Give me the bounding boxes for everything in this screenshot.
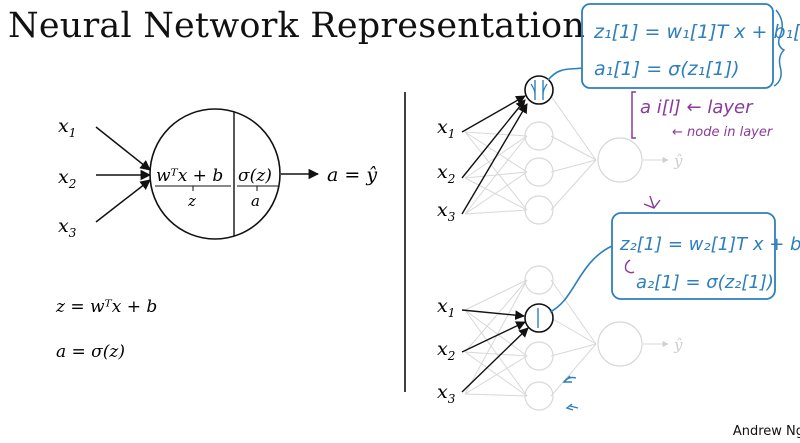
box1-brace — [773, 9, 786, 87]
network-bottom-faded-edges — [464, 279, 669, 397]
network-bottom-output: ŷ — [673, 336, 683, 354]
network-top-output: ŷ — [673, 152, 683, 170]
connector-bottom — [549, 245, 613, 313]
top-edge-x3 — [461, 103, 528, 215]
bottom-edge-x2 — [461, 321, 526, 353]
annotation-box-1 — [581, 3, 774, 89]
bottom-edge-x1 — [461, 309, 525, 321]
network-bottom: ŷ x1 x2 x3 — [437, 265, 683, 411]
neuron-input-x2: x2 — [58, 166, 76, 191]
box1-line2: a₁[1] = σ(z₁[1]) — [594, 58, 740, 80]
top-edge-x1 — [461, 95, 526, 133]
top-input-x3: x3 — [437, 199, 456, 224]
equation-z: z = wᵀx + b — [55, 297, 157, 317]
neuron-input-x3: x3 — [58, 215, 77, 240]
legend-tick-arrow — [643, 195, 661, 209]
neuron-a-label: a — [251, 192, 260, 210]
bottom-hidden-node-2 — [524, 303, 554, 333]
slide-title: Neural Network Representation — [8, 6, 586, 46]
equation-a: a = σ(z) — [56, 342, 125, 362]
network-top: ŷ x1 x2 x3 — [437, 75, 683, 225]
top-hidden-node-1 — [524, 75, 554, 105]
network-top-faded-edges — [464, 95, 669, 215]
neuron-output-label: a = ŷ — [327, 164, 377, 186]
bottom-input-x3: x3 — [437, 381, 456, 406]
legend-line2: ← node in layer — [672, 125, 774, 140]
neuron-activation-part: σ(z) — [238, 166, 272, 186]
box1-line1: z₁[1] = w₁[1]T x + b₁[1] — [593, 21, 800, 43]
neuron-input-edge-3 — [95, 179, 151, 223]
neuron-input-x1: x1 — [58, 115, 76, 140]
neuron-circle — [149, 108, 281, 240]
annotation-arrow-2 — [565, 403, 579, 411]
box2-line1: z₂[1] = w₂[1]T x + b₂[1] — [619, 234, 800, 255]
network-bottom-faded-nodes — [524, 265, 643, 411]
annotation-box-2 — [611, 212, 776, 300]
bottom-input-x2: x2 — [437, 338, 455, 363]
bottom-input-x1: x1 — [437, 295, 455, 320]
box2-line2: a₂[1] = σ(z₂[1]) — [636, 272, 774, 293]
author-credit: Andrew Ng — [732, 424, 800, 439]
network-top-faded-nodes — [524, 121, 643, 225]
top-edge-x2 — [461, 99, 526, 179]
legend-line1: a i[l] ← layer — [640, 97, 754, 118]
neuron-diagram: x1 x2 x3 wᵀx + b z σ(z) a a = ŷ — [58, 108, 377, 240]
neuron-input-edge-1 — [95, 126, 151, 171]
bottom-edge-x3 — [461, 327, 529, 393]
top-input-x1: x1 — [437, 116, 455, 141]
top-input-x2: x2 — [437, 161, 455, 186]
connector-top — [547, 67, 583, 81]
neuron-z-label: z — [187, 192, 196, 210]
legend-bracket — [631, 91, 636, 139]
neuron-linear-part: wᵀx + b — [156, 166, 223, 186]
